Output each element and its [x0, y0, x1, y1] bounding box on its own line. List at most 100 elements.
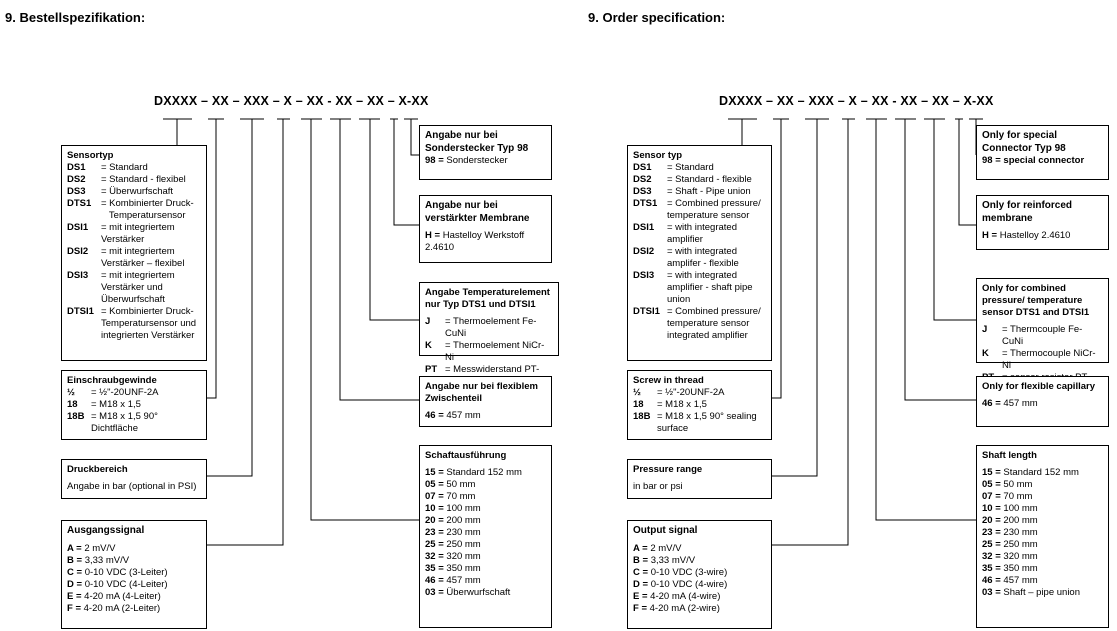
option-row: 15 = Standard 152 mm — [982, 467, 1103, 479]
option-value: = with integrated amplifer - flexible — [667, 246, 739, 269]
option-value: = Kombinierter Druck- Temperatursensor — [101, 198, 194, 221]
box-title: Druckbereich — [67, 464, 128, 475]
option-row: DS1= Standard — [633, 162, 766, 174]
option-row: H = Hastelloy Werkstoff 2.4610 — [425, 230, 525, 253]
box-title: Sensortyp — [67, 150, 114, 161]
option-value: 200 mm — [446, 515, 481, 526]
option-value: 0-10 VDC (4-wire) — [650, 578, 728, 590]
option-code: J — [982, 324, 988, 335]
page-title-de: 9. Bestellspezifikation: — [5, 10, 146, 25]
option-row: DS2= Standard - flexibel — [67, 174, 201, 186]
option-row: 15 = Standard 152 mm — [425, 467, 546, 479]
option-value: 320 mm — [1003, 551, 1038, 562]
option-row: 98 = Sonderstecker — [425, 155, 508, 166]
connector-box-en: Only for special Connector Typ 98 98 = s… — [976, 125, 1109, 180]
option-code: 23 = — [425, 527, 444, 538]
option-row: A = 2 mV/V — [67, 543, 201, 555]
option-row: F = 4-20 mA (2-wire) — [633, 603, 766, 615]
option-row: 25 = 250 mm — [425, 539, 546, 551]
option-row: J= Thermcouple Fe-CuNi — [982, 324, 1103, 348]
option-code: D = — [633, 578, 649, 590]
option-row: 03 = Shaft – pipe union — [982, 587, 1103, 599]
option-value: = Combined pressure/ temperature sensor … — [667, 306, 761, 341]
option-value: = M18 x 1,5 90° sealing surface — [657, 411, 757, 434]
option-row: DTSI1= Combined pressure/ temperature se… — [633, 306, 766, 342]
option-value: 200 mm — [1003, 515, 1038, 526]
option-code: DS3 — [67, 186, 86, 197]
option-code: DS1 — [633, 162, 652, 173]
box-title: Angabe nur bei flexiblem Zwischenteil — [425, 381, 538, 404]
option-code: A = — [67, 542, 82, 554]
option-code: 05 = — [425, 479, 444, 490]
option-code: DSI3 — [67, 270, 89, 281]
option-row: 18B= M18 x 1,5 90° sealing surface — [633, 411, 766, 435]
temperature-box-de: Angabe Temperaturelement nur Typ DTS1 un… — [419, 282, 559, 387]
option-row: 20 = 200 mm — [425, 515, 546, 527]
option-value: = Überwurfschaft — [101, 186, 174, 197]
option-row: J= Thermoelement Fe-CuNi — [425, 316, 553, 340]
capillary-box-en: Only for flexible capillary 46 = 457 mm — [976, 376, 1109, 427]
option-row: C = 0-10 VDC (3-Leiter) — [67, 567, 201, 579]
box-title: Angabe nur bei verstärkter Membrane — [425, 200, 530, 224]
option-row: 46 = 457 mm — [425, 410, 481, 421]
option-code: 18B — [67, 411, 85, 422]
capillary-box-de: Angabe nur bei flexiblem Zwischenteil 46… — [419, 376, 552, 427]
option-code: 46 = — [425, 575, 444, 586]
temperature-box-en: Only for combined pressure/ temperature … — [976, 278, 1109, 395]
option-row: K= Thermoelement NiCr-Ni — [425, 340, 553, 364]
option-code: K — [425, 340, 432, 351]
box-title: Only for combined pressure/ temperature … — [982, 283, 1090, 318]
option-code: DS3 — [633, 186, 652, 197]
option-value: Überwurfschaft — [446, 587, 511, 598]
option-row: 05 = 50 mm — [982, 479, 1103, 491]
box-title: Pressure range — [633, 464, 703, 475]
option-row: DSI2= mit integriertem Verstärker – flex… — [67, 246, 201, 270]
option-row: 10 = 100 mm — [425, 503, 546, 515]
connector-box-de: Angabe nur bei Sonderstecker Typ 98 98 =… — [419, 125, 552, 180]
option-code: 20 = — [982, 515, 1001, 526]
option-code: DS2 — [633, 174, 652, 185]
option-code: B = — [67, 554, 83, 566]
option-code: 25 = — [425, 539, 444, 550]
option-row: 20 = 200 mm — [982, 515, 1103, 527]
option-value: 0-10 VDC (4-Leiter) — [84, 578, 168, 590]
option-row: D = 0-10 VDC (4-wire) — [633, 579, 766, 591]
option-code: DSI1 — [633, 222, 655, 233]
option-row: DSI2= with integrated amplifer - flexibl… — [633, 246, 766, 270]
option-code: 23 = — [982, 527, 1001, 538]
option-value: 2 mV/V — [84, 542, 116, 554]
option-row: B = 3,33 mV/V — [67, 555, 201, 567]
option-value: = ½"-20UNF-2A — [657, 387, 725, 398]
option-code: 07 = — [425, 491, 444, 502]
option-code: 18 — [67, 399, 78, 410]
option-code: DSI1 — [67, 222, 89, 233]
option-value: 0-10 VDC (3-wire) — [650, 566, 728, 578]
option-value: 50 mm — [1003, 479, 1033, 490]
option-value: = M18 x 1,5 — [91, 399, 141, 410]
option-code: K — [982, 348, 989, 359]
option-row: 10 = 100 mm — [982, 503, 1103, 515]
pressure-box-en: Pressure range in bar or psi — [627, 459, 772, 499]
option-value: Standard 152 mm — [446, 467, 522, 478]
option-row: 18 = M18 x 1,5 — [67, 399, 201, 411]
box-title: Output signal — [633, 525, 698, 536]
option-code: 05 = — [982, 479, 1001, 490]
option-code: C = — [633, 566, 649, 578]
option-row: 35 = 350 mm — [425, 563, 546, 575]
option-value: = Shaft - Pipe union — [667, 186, 751, 197]
option-value: 4-20 mA (2-wire) — [649, 602, 720, 614]
option-value: 50 mm — [446, 479, 476, 490]
option-code: 15 = — [425, 467, 444, 478]
option-code: DSI2 — [67, 246, 89, 257]
option-code: 03 = — [425, 587, 444, 598]
option-code: F = — [67, 602, 81, 614]
option-row: 05 = 50 mm — [425, 479, 546, 491]
option-code: J — [425, 316, 431, 327]
order-code-de: DXXXX – XX – XXX – X – XX - XX – XX – X-… — [154, 94, 429, 108]
box-text: Angabe in bar (optional in PSI) — [67, 481, 197, 492]
option-code: E = — [633, 590, 648, 602]
